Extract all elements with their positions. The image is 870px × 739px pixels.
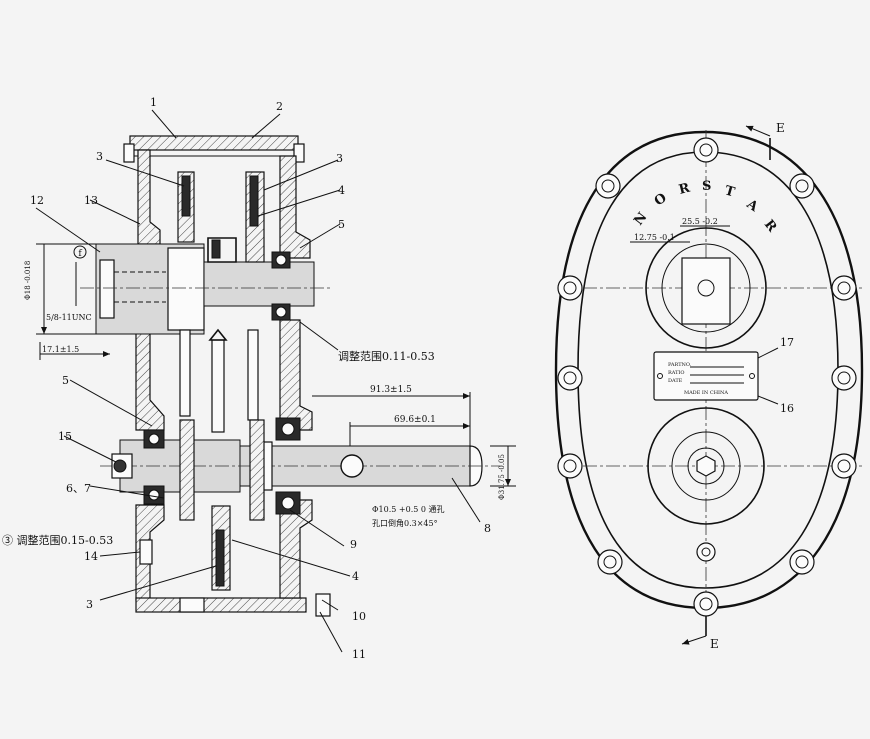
dim-thread: 5/8-11UNC xyxy=(46,313,92,322)
callout-15: 15 xyxy=(58,430,72,443)
plug-14 xyxy=(139,539,153,565)
callout-6-7: 6、7 xyxy=(66,482,91,495)
input-shaft xyxy=(203,261,315,307)
dim-hole: Φ10.5 +0.5 0 通孔 xyxy=(372,504,445,514)
f-symbol: f xyxy=(78,249,82,259)
dim-chamfer: 孔口倒角0.3×45° xyxy=(372,518,438,528)
cross-hole xyxy=(340,454,364,478)
callout-16: 16 xyxy=(780,402,794,415)
cover-bolt-right xyxy=(293,143,305,163)
dimension-lines xyxy=(36,243,516,487)
drain-bolt xyxy=(315,593,331,617)
left-wall-middle xyxy=(135,329,165,431)
nameplate-partno: PARTNO. xyxy=(668,362,692,368)
dim-17: 17.1±1.5 xyxy=(42,345,79,354)
lower-bore xyxy=(647,407,765,525)
callout-3-top-right: 3 xyxy=(336,152,343,165)
front-view: PARTNO. RATIO DATE MADE IN CHINA N O R S… xyxy=(554,121,864,651)
section-view: f xyxy=(2,96,516,661)
callout-5-upper: 5 xyxy=(338,218,345,231)
svg-text:O: O xyxy=(652,191,670,210)
svg-text:R: R xyxy=(761,217,780,235)
callout-3-top-left: 3 xyxy=(96,150,103,163)
output-nut xyxy=(696,455,716,477)
shaft-end xyxy=(99,259,115,319)
dim-output-dia: Φ31.75 -0.05 xyxy=(498,454,506,500)
dim-25-5: 25.5 -0.2 xyxy=(682,217,718,226)
left-wall-upper xyxy=(137,149,161,245)
dim-12-75: 12.75 -0.1 xyxy=(634,233,675,242)
svg-text:A: A xyxy=(743,196,761,215)
svg-text:S: S xyxy=(702,179,711,194)
dim-shaft-dia: Φ18 -0.018 xyxy=(24,261,32,300)
right-wall-upper xyxy=(279,155,311,259)
adjust-note-upper: 调整范围0.11-0.53 xyxy=(338,349,435,363)
top-cover xyxy=(129,135,299,151)
callout-13: 13 xyxy=(84,194,98,207)
dim-69: 69.6±0.1 xyxy=(394,415,436,425)
callout-10: 10 xyxy=(352,610,366,623)
input-shaft-end xyxy=(681,257,731,325)
section-e-bottom: E xyxy=(710,637,719,651)
callout-11: 11 xyxy=(352,648,366,661)
callout-1: 1 xyxy=(150,96,157,109)
callout-12: 12 xyxy=(30,194,44,207)
upper-bore xyxy=(645,227,767,349)
callout-14: 14 xyxy=(84,550,98,563)
adjust-note-lower: ③ 调整范围0.15-0.53 xyxy=(2,533,113,547)
nameplate-footer: MADE IN CHINA xyxy=(684,390,728,396)
nameplate xyxy=(653,351,759,401)
cover-bolt-left xyxy=(123,143,135,163)
callout-3-bottom: 3 xyxy=(86,598,93,611)
bottom-cover xyxy=(135,597,307,613)
bolt-bosses xyxy=(557,137,857,617)
svg-text:R: R xyxy=(677,181,691,198)
leader-lines xyxy=(35,109,481,653)
callout-2: 2 xyxy=(276,100,283,113)
callout-4-lower: 4 xyxy=(352,570,359,583)
right-wall-lower xyxy=(279,499,313,599)
dim-91: 91.3±1.5 xyxy=(370,385,412,395)
nameplate-ratio: RATIO xyxy=(668,370,685,376)
callout-8: 8 xyxy=(484,522,491,535)
callout-5-lower: 5 xyxy=(62,374,69,387)
brand-text: N O R S T A R xyxy=(631,179,779,235)
callout-17: 17 xyxy=(780,336,794,349)
right-wall-middle xyxy=(279,319,313,431)
nameplate-date: DATE xyxy=(668,378,683,384)
section-e-top: E xyxy=(776,121,785,135)
callout-9: 9 xyxy=(350,538,357,551)
svg-text:T: T xyxy=(723,183,737,200)
callout-4-upper: 4 xyxy=(338,184,345,197)
svg-text:N: N xyxy=(631,210,650,229)
